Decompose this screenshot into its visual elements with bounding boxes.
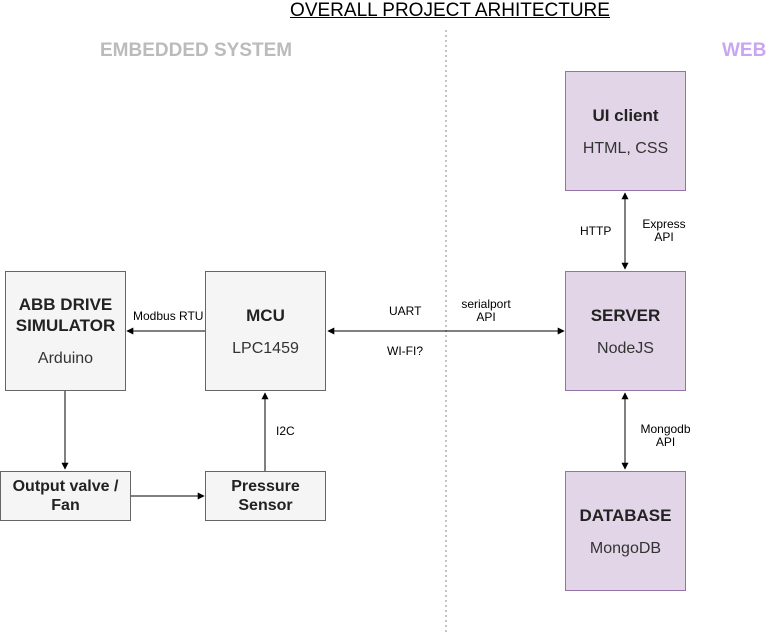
section-label-embedded: EMBEDDED SYSTEM <box>100 40 293 61</box>
node-subtitle: MongoDB <box>589 539 662 557</box>
node-title: UI client <box>592 105 659 125</box>
node-subtitle: LPC1459 <box>232 339 299 357</box>
node-title: SERVER <box>590 305 661 325</box>
node-title: DATABASE <box>579 505 672 525</box>
edge-label-i2c: I2C <box>276 424 295 438</box>
node-mcu[interactable]: MCU LPC1459 <box>205 271 326 391</box>
node-pressure-sensor[interactable]: Pressure Sensor <box>205 471 326 521</box>
edge-label-express: Express API <box>642 217 686 244</box>
edge-label-uart: UART <box>389 304 422 318</box>
node-title: ABB DRIVE SIMULATOR <box>15 295 116 335</box>
node-output-valve-fan[interactable]: Output valve / Fan <box>0 471 131 521</box>
node-subtitle: HTML, CSS <box>582 139 669 157</box>
section-label-web: WEB <box>722 40 767 61</box>
node-ui-client[interactable]: UI client HTML, CSS <box>565 71 686 191</box>
edge-label-mongodb: Mongodb API <box>640 422 691 449</box>
node-title: Pressure Sensor <box>231 478 300 514</box>
edge-label-http: HTTP <box>580 224 612 238</box>
edge-label-serialport: serialport API <box>461 297 511 324</box>
diagram-title: OVERALL PROJECT ARHITECTURE <box>290 0 610 21</box>
node-subtitle: NodeJS <box>597 339 654 357</box>
edge-label-modbus: Modbus RTU <box>133 309 204 323</box>
node-abb-drive-simulator[interactable]: ABB DRIVE SIMULATOR Arduino <box>5 271 126 391</box>
node-subtitle: Arduino <box>37 350 94 367</box>
node-title: Output valve / Fan <box>12 478 119 514</box>
edge-label-wifi: WI-FI? <box>387 344 423 358</box>
node-title: MCU <box>246 305 285 325</box>
node-server[interactable]: SERVER NodeJS <box>565 271 686 391</box>
node-database[interactable]: DATABASE MongoDB <box>565 471 686 591</box>
